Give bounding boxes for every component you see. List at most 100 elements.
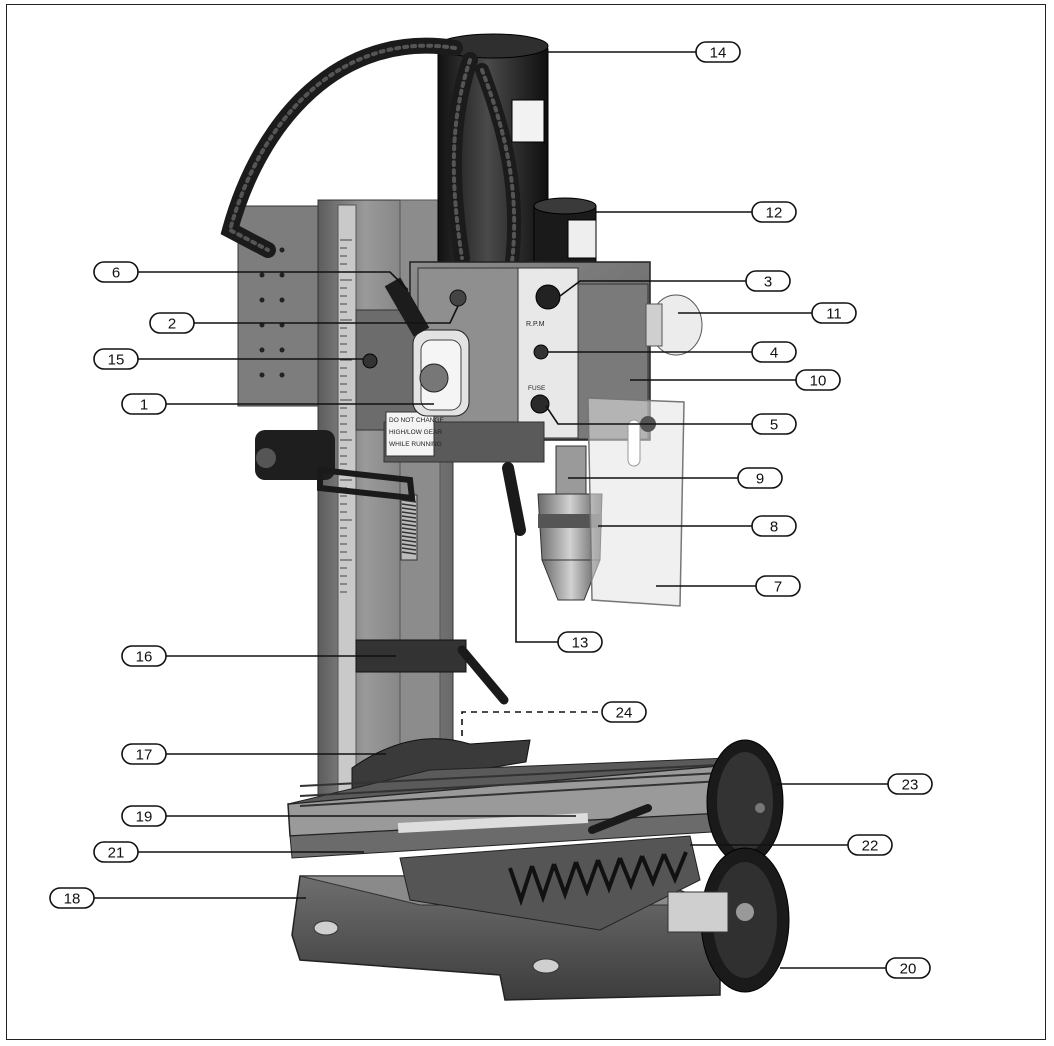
spindle-chuck xyxy=(537,445,603,601)
callout-badge xyxy=(601,701,647,723)
callout-number: 14 xyxy=(710,45,727,62)
callout-number: 10 xyxy=(810,373,827,390)
callout-5: 5 xyxy=(751,413,797,435)
callout-7: 7 xyxy=(755,575,801,597)
callout-badge xyxy=(121,393,167,415)
work-table xyxy=(287,757,745,859)
callout-badge xyxy=(121,743,167,765)
callout-badge xyxy=(751,341,797,363)
callout-9: 9 xyxy=(737,467,783,489)
leader-6 xyxy=(138,271,409,291)
callout-badge xyxy=(755,575,801,597)
warning-line-1: DO NOT CHANGE xyxy=(389,417,444,424)
callout-number: 18 xyxy=(64,891,81,908)
callout-badge xyxy=(93,348,139,370)
callout-19: 19 xyxy=(121,805,167,827)
callout-number: 5 xyxy=(770,417,778,434)
callout-18: 18 xyxy=(49,887,95,909)
callout-badge xyxy=(737,467,783,489)
warning-line-3: WHILE RUNNING xyxy=(389,441,442,448)
callout-number: 7 xyxy=(774,579,782,596)
callout-number: 21 xyxy=(108,845,125,862)
callout-number: 19 xyxy=(136,809,153,826)
callout-number: 24 xyxy=(616,705,633,722)
spring xyxy=(401,499,417,555)
callout-number: 11 xyxy=(826,306,842,323)
callout-badge xyxy=(751,515,797,537)
callout-number: 20 xyxy=(900,961,917,978)
callout-badge xyxy=(121,805,167,827)
callout-number: 2 xyxy=(168,316,176,333)
callout-15: 15 xyxy=(93,348,139,370)
callout-21: 21 xyxy=(93,841,139,863)
chip-guard xyxy=(587,397,685,607)
callout-badge xyxy=(847,834,893,856)
warning-line-2: HIGH/LOW GEAR xyxy=(389,429,442,436)
callout-2: 2 xyxy=(149,312,195,334)
figure-frame xyxy=(6,4,1046,1040)
tilt-plate xyxy=(351,738,531,791)
callout-badge xyxy=(121,645,167,667)
coarse-feed-handle xyxy=(255,430,416,502)
callout-number: 16 xyxy=(136,649,153,666)
callout-number: 22 xyxy=(862,838,879,855)
callout-badge xyxy=(885,957,931,979)
callout-number: 8 xyxy=(770,519,778,536)
callout-number: 1 xyxy=(140,397,148,414)
callout-17: 17 xyxy=(121,743,167,765)
callout-badge xyxy=(751,201,797,223)
callout-6: 6 xyxy=(93,261,139,283)
callout-14: 14 xyxy=(695,41,741,63)
handwheel-y xyxy=(667,847,790,993)
callout-1: 1 xyxy=(121,393,167,415)
callout-23: 23 xyxy=(887,773,933,795)
rpm-label: R.P.M xyxy=(526,321,545,328)
conduit-hoses xyxy=(220,37,522,269)
callout-badge xyxy=(49,887,95,909)
callout-badge xyxy=(811,302,857,324)
callout-13: 13 xyxy=(557,631,603,653)
callout-number: 17 xyxy=(136,747,153,764)
callout-number: 12 xyxy=(766,205,783,222)
callout-3: 3 xyxy=(745,270,791,292)
callout-badge xyxy=(745,270,791,292)
callout-badge xyxy=(149,312,195,334)
leader-5 xyxy=(545,405,752,425)
callout-number: 3 xyxy=(764,274,772,291)
callout-badge xyxy=(93,841,139,863)
leader-24 xyxy=(461,711,602,736)
callout-number: 15 xyxy=(108,352,125,369)
leader-2 xyxy=(194,305,459,324)
callout-badge xyxy=(887,773,933,795)
callout-24: 24 xyxy=(601,701,647,723)
callout-badge xyxy=(557,631,603,653)
fuse-label: FUSE xyxy=(528,385,546,392)
cap-cylinder xyxy=(533,197,597,269)
callout-number: 13 xyxy=(572,635,589,652)
lock-lever xyxy=(502,462,526,536)
machine-illustration: DO NOT CHANGE HIGH/LOW GEAR WHILE RUNNIN… xyxy=(220,33,790,1001)
saddle-bellows xyxy=(399,835,701,931)
callout-11: 11 xyxy=(811,302,857,324)
callout-badge xyxy=(795,369,841,391)
callout-10: 10 xyxy=(795,369,841,391)
callout-20: 20 xyxy=(885,957,931,979)
callout-number: 6 xyxy=(112,265,120,282)
handwheel-x xyxy=(706,739,784,865)
callout-number: 23 xyxy=(902,777,919,794)
leader-13 xyxy=(515,530,558,643)
callout-8: 8 xyxy=(751,515,797,537)
callout-4: 4 xyxy=(751,341,797,363)
leader-lines xyxy=(94,51,888,969)
callout-number: 4 xyxy=(770,345,778,362)
callout-number: 9 xyxy=(756,471,764,488)
callout-badge xyxy=(751,413,797,435)
head: DO NOT CHANGE HIGH/LOW GEAR WHILE RUNNIN… xyxy=(355,261,703,463)
leader-3 xyxy=(559,280,746,297)
callout-badge xyxy=(93,261,139,283)
callout-22: 22 xyxy=(847,834,893,856)
callout-badge xyxy=(695,41,741,63)
callout-12: 12 xyxy=(751,201,797,223)
